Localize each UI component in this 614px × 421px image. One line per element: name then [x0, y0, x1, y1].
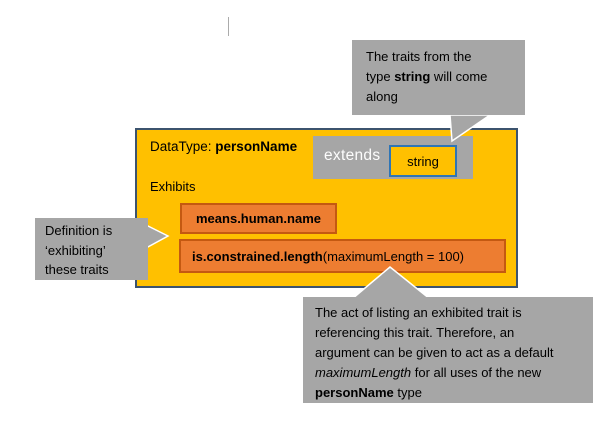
callout-top-tail — [449, 114, 493, 143]
trait-box-means-human-name: means.human.name — [180, 203, 337, 234]
extends-box: extends string — [313, 136, 473, 179]
callout-bottom-line5: personName type — [315, 385, 422, 400]
datatype-name: personName — [215, 139, 298, 154]
callout-bottom-line4: maximumLength for all uses of the new — [315, 365, 542, 380]
callout-top-line1: The traits from the — [366, 49, 472, 64]
datatype-prefix: DataType: — [150, 139, 216, 154]
trait-means-label: means.human.name — [196, 211, 321, 226]
trait-constrained-name: is.constrained.length — [192, 248, 323, 264]
callout-left-line3: these traits — [45, 262, 109, 277]
trait-box-is-constrained-length: is.constrained.length (maximumLength = 1… — [179, 239, 506, 273]
callout-left-line2: ‘exhibiting’ — [45, 242, 106, 258]
callout-bottom-line2: referencing this trait. Therefore, an — [315, 325, 515, 340]
callout-bottom-tail — [349, 266, 433, 300]
trait-constrained-arg: (maximumLength = 100) — [322, 248, 465, 264]
datatype-label: DataType: personName — [150, 139, 297, 154]
callout-bottom-line3: argument can be given to act as a defaul… — [315, 345, 554, 360]
callout-top-line2: type string will come — [366, 69, 488, 84]
datatype-box: DataType: personName extends string Exhi… — [135, 128, 518, 288]
callout-traits-from-string: The traits from the type string will com… — [352, 40, 525, 115]
callout-left-tail — [145, 223, 170, 250]
extends-label: extends — [324, 147, 381, 164]
callout-definition-exhibiting: Definition is ‘exhibiting’ these traits — [35, 218, 148, 280]
callout-top-line3: along — [366, 89, 398, 104]
stray-cursor-line — [228, 17, 229, 36]
string-box: string — [389, 145, 457, 177]
callout-referencing-trait: The act of listing an exhibited trait is… — [303, 297, 593, 403]
callout-bottom-line1: The act of listing an exhibited trait is — [315, 305, 522, 320]
string-label: string — [407, 153, 439, 169]
exhibits-label: Exhibits — [150, 179, 196, 194]
callout-left-line1: Definition is — [45, 223, 113, 238]
